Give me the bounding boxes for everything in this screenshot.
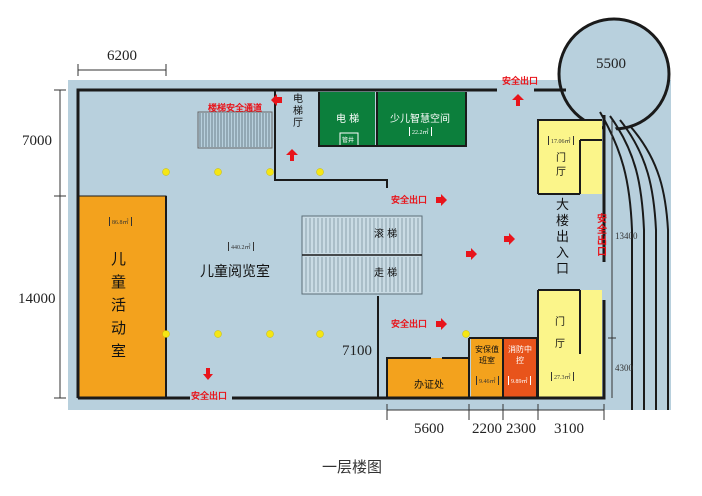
outer-walls [76, 88, 606, 400]
exit-label-middle-lower: 安全出口 [391, 320, 428, 330]
ceiling-light [214, 330, 222, 338]
security-room-area: 9.46㎡ [476, 376, 499, 385]
lobby-lower-label: 门厅 [555, 317, 565, 350]
ceiling-light [316, 168, 324, 176]
ceiling-light [462, 330, 470, 338]
curved-band [604, 112, 671, 410]
walkway-label: 走 梯 [374, 268, 398, 279]
reading-room-area: 440.2㎡ [228, 242, 254, 251]
ceiling-light [162, 330, 170, 338]
dim-bottom-4: 3100 [554, 421, 584, 437]
dim-bottom-1: 5600 [414, 421, 444, 437]
elevator-hall-label: 电梯厅 [293, 94, 303, 129]
activity-room-label: 儿童活动室 [111, 250, 127, 360]
stair-hatch [197, 111, 273, 149]
dim-right-lower: 4300 [615, 363, 633, 373]
main-entrance-label: 大楼出入口 [556, 198, 570, 277]
exit-label-right: 安全出口 [597, 214, 607, 258]
dim-tower: 5500 [596, 56, 626, 72]
dim-right-upper: 13400 [615, 231, 638, 241]
stair-lines [199, 113, 270, 147]
elevator-label: 电 梯 [336, 114, 360, 125]
fire-control-label: 消防中控 [508, 345, 532, 365]
smart-space-room [377, 92, 466, 146]
dim-top-width: 6200 [107, 48, 137, 64]
smart-space-label: 少儿智慧空间 [390, 114, 450, 125]
fire-control-area: 9.89㎡ [508, 376, 531, 385]
activity-room-area: 86.8㎡ [109, 217, 132, 226]
fire-control-room [503, 338, 537, 398]
ceiling-light [162, 168, 170, 176]
dim-bottom-3: 2300 [506, 421, 536, 437]
lobby-upper-area: 17.06㎡ [548, 136, 574, 145]
lobby-upper-room [538, 120, 602, 194]
round-tower [557, 17, 671, 131]
exit-label-bottom: 安全出口 [191, 392, 228, 402]
exit-label-top: 安全出口 [502, 77, 539, 87]
dim-inner: 7100 [342, 343, 372, 359]
security-room-label: 安保值班室 [475, 345, 499, 365]
shaft-label: 管井 [342, 137, 355, 144]
dim-left-lower: 14000 [18, 291, 56, 307]
lobby-lower-area: 27.3㎡ [551, 372, 574, 381]
lobby-upper-label: 门厅 [556, 153, 566, 178]
card-office-room [387, 358, 469, 398]
exit-label-stair: 楼梯安全通道 [208, 104, 263, 114]
reading-room-label: 儿童阅览室 [200, 264, 270, 280]
inner-walls [165, 90, 602, 398]
dimension-lines [54, 64, 616, 420]
security-room [471, 338, 503, 398]
exit-label-middle-upper: 安全出口 [391, 196, 428, 206]
ceiling-light [266, 330, 274, 338]
escalator-label: 滚 梯 [374, 229, 398, 240]
smart-space-area: 22.2㎡ [409, 127, 432, 136]
ceiling-light [214, 168, 222, 176]
curved-lines [599, 111, 669, 410]
lobby-lower-room [538, 290, 602, 398]
exit-arrows [203, 94, 524, 380]
ceiling-lights [162, 168, 470, 338]
ceiling-light [266, 168, 274, 176]
escalator-lines [305, 218, 419, 292]
dim-bottom-2: 2200 [472, 421, 502, 437]
dim-left-upper: 7000 [22, 133, 52, 149]
page-title: 一层楼图 [322, 458, 383, 476]
ceiling-light [316, 330, 324, 338]
card-office-label: 办证处 [414, 380, 444, 391]
